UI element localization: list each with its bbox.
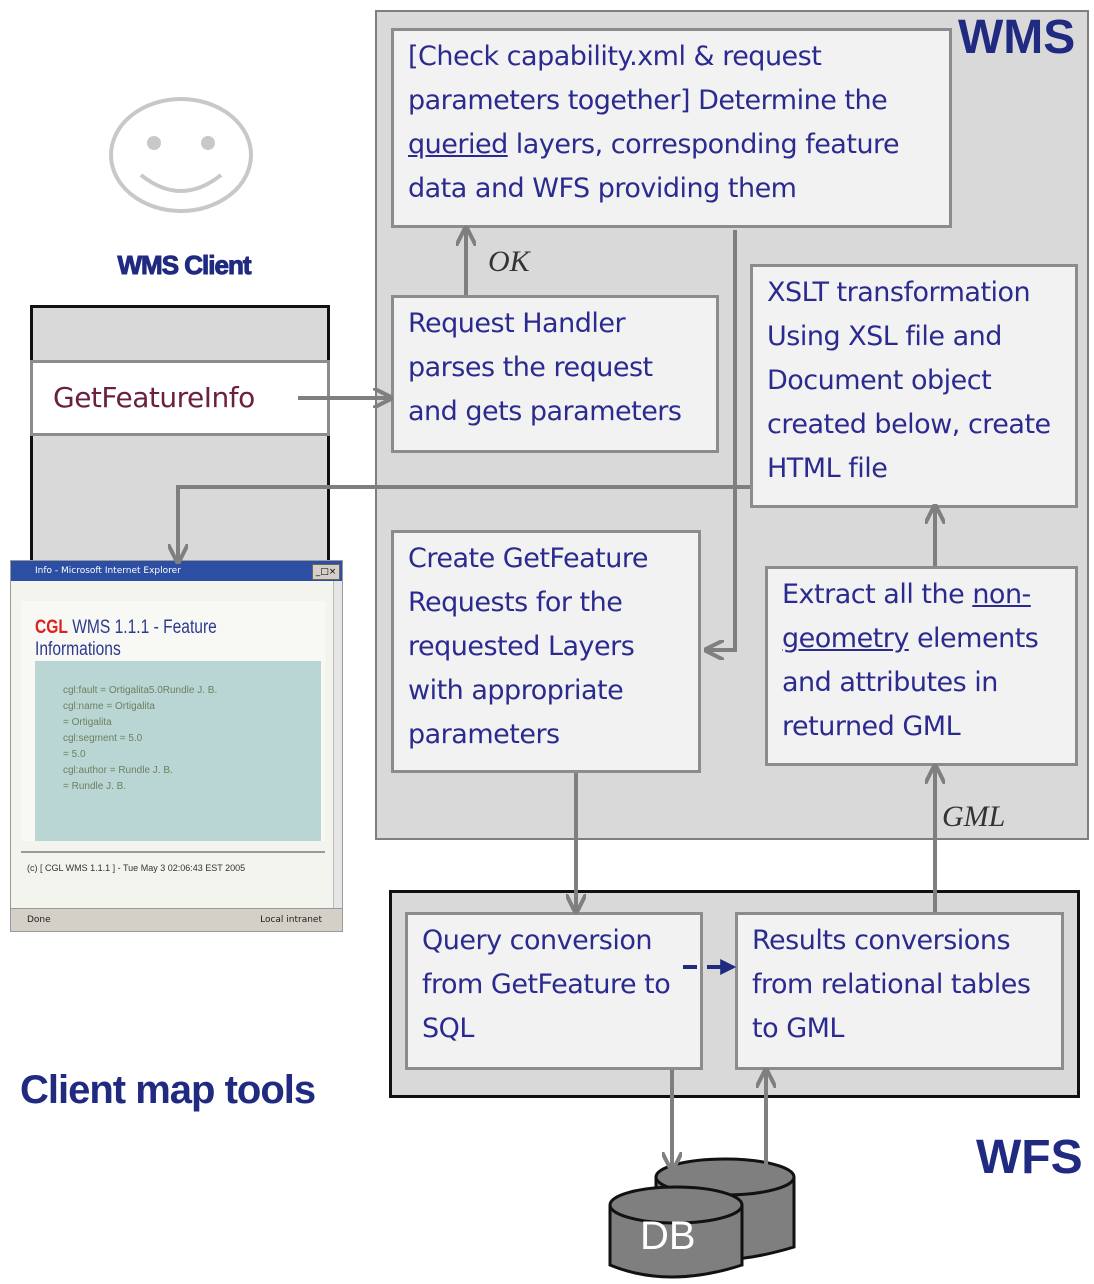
- db-label: DB: [640, 1214, 696, 1258]
- browser-title: Info - Microsoft Internet Explorer: [35, 566, 181, 576]
- getfeatureinfo-label: GetFeatureInfo: [53, 381, 255, 414]
- results-conversion-box: Results conversions from relational tabl…: [735, 912, 1064, 1070]
- browser-heading-brand: CGL: [35, 617, 68, 638]
- extract-box: Extract all the non-geometry elements an…: [765, 566, 1078, 766]
- browser-window: Info - Microsoft Internet Explorer _□× C…: [10, 560, 343, 932]
- client-smiley-icon: [109, 97, 253, 213]
- info-line: cgl:author = Rundle J. B.: [63, 765, 173, 776]
- gml-edge-label: GML: [942, 800, 1006, 833]
- request-handler-box: Request Handler parses the request and g…: [391, 295, 719, 453]
- extract-text-prefix: Extract all the: [782, 579, 973, 610]
- browser-status-left: Done: [27, 915, 51, 925]
- check-capability-box: [Check capability.xml & request paramete…: [391, 28, 952, 228]
- getfeatureinfo-button[interactable]: GetFeatureInfo: [30, 360, 330, 436]
- xslt-text: XSLT transformation Using XSL file and D…: [767, 277, 1051, 484]
- browser-heading: CGL WMS 1.1.1 - Feature Informations: [35, 617, 273, 661]
- browser-content: CGL WMS 1.1.1 - Feature Informations cgl…: [21, 601, 325, 841]
- info-line: cgl:segment = 5.0: [63, 733, 143, 744]
- client-label: WMS Client: [117, 250, 252, 281]
- info-line: cgl:name = Ortigalita: [63, 701, 155, 712]
- browser-scrollbar[interactable]: [333, 581, 342, 911]
- query-conversion-box: Query conversion from GetFeature to SQL: [405, 912, 703, 1070]
- ok-edge-label: OK: [488, 245, 530, 278]
- extract-text-suffix: elements and attributes in returned GML: [782, 623, 1039, 742]
- check-text-suffix: layers, corresponding feature data and W…: [408, 129, 900, 204]
- browser-divider: [21, 851, 325, 853]
- query-conversion-text: Query conversion from GetFeature to SQL: [422, 925, 671, 1044]
- create-getfeature-box: Create GetFeature Requests for the reque…: [391, 530, 701, 773]
- browser-heading-rest: WMS 1.1.1 - Feature Informations: [35, 617, 217, 660]
- browser-window-controls[interactable]: _□×: [312, 564, 340, 580]
- info-line: = 5.0: [63, 749, 86, 760]
- results-conversion-text: Results conversions from relational tabl…: [752, 925, 1031, 1044]
- browser-status-right: Local intranet: [260, 915, 322, 925]
- browser-info-panel: cgl:fault = Ortigalita5.0Rundle J. B. cg…: [35, 661, 321, 841]
- xslt-box: XSLT transformation Using XSL file and D…: [750, 264, 1078, 508]
- browser-statusbar: Done Local intranet: [11, 908, 342, 931]
- wfs-label: WFS: [976, 1131, 1083, 1184]
- db-cylinder-icon: [608, 1157, 796, 1279]
- extract-text-underlined: non-geometry: [782, 579, 1031, 654]
- check-text-prefix: [Check capability.xml & request paramete…: [408, 41, 888, 116]
- browser-titlebar: Info - Microsoft Internet Explorer: [11, 561, 342, 581]
- browser-footer: (c) [ CGL WMS 1.1.1 ] - Tue May 3 02:06:…: [27, 863, 246, 873]
- info-line: = Rundle J. B.: [63, 781, 127, 792]
- request-handler-text: Request Handler parses the request and g…: [408, 308, 682, 427]
- check-text-underlined: queried: [408, 129, 508, 160]
- info-line: cgl:fault = Ortigalita5.0Rundle J. B.: [63, 685, 218, 696]
- client-tools-label: Client map tools: [20, 1068, 316, 1112]
- wms-label: WMS: [958, 11, 1076, 64]
- info-line: = Ortigalita: [63, 717, 112, 728]
- create-getfeature-text: Create GetFeature Requests for the reque…: [408, 543, 648, 750]
